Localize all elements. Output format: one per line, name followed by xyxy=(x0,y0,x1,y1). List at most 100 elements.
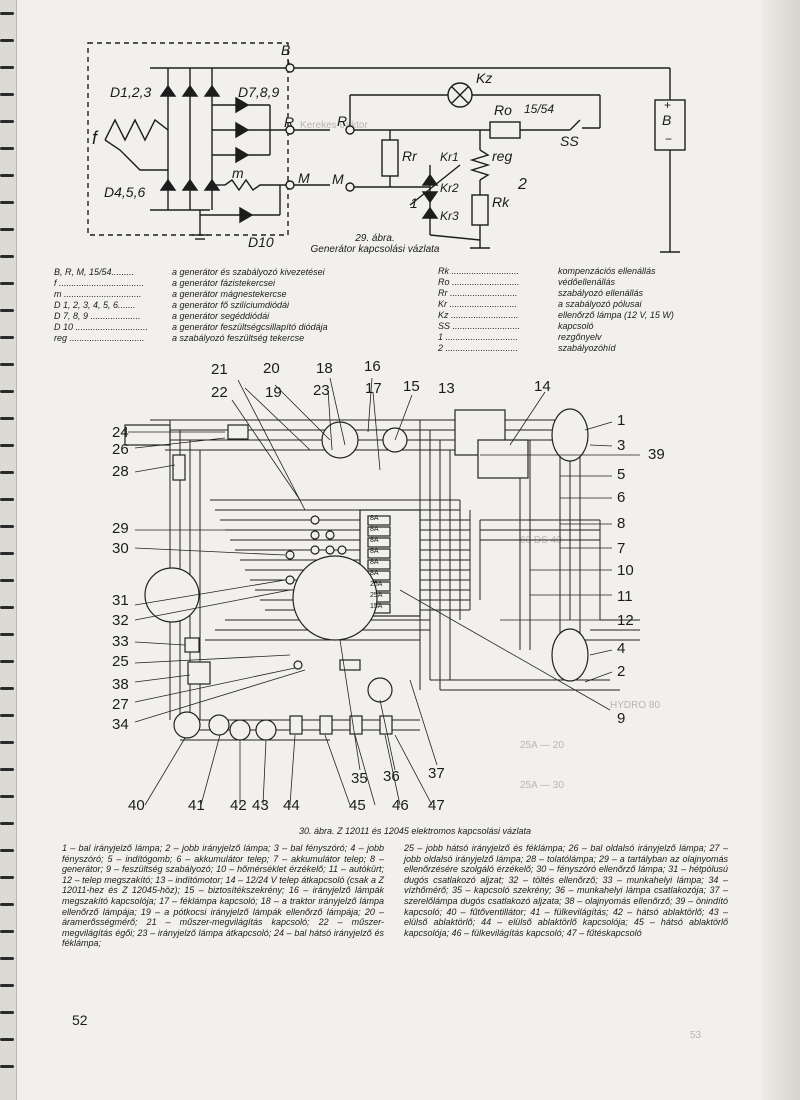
callout-20: 20 xyxy=(263,360,280,377)
callout-37: 37 xyxy=(428,765,445,782)
fig30-caption: 30. ábra. Z 12011 és 12045 elektromos ka… xyxy=(299,826,531,836)
callout-24: 24 xyxy=(112,424,129,441)
legend-key: Kz ........................... xyxy=(438,310,519,320)
binding-ring xyxy=(0,39,14,42)
field-coil-label: m xyxy=(232,165,244,181)
callout-28: 28 xyxy=(112,463,129,480)
callout-31: 31 xyxy=(112,592,129,609)
legend-value: a generátor mágnestekercse xyxy=(172,289,287,299)
binding-ring xyxy=(0,606,14,609)
callout-36: 36 xyxy=(383,768,400,785)
binding-ring xyxy=(0,201,14,204)
legend-key: B, R, M, 15/54......... xyxy=(54,267,135,277)
legend-key: SS ........................... xyxy=(438,321,521,331)
legend-key: Rr ........................... xyxy=(438,288,518,298)
fuse-label: 8A xyxy=(370,537,379,544)
legend-key: Rk ........................... xyxy=(438,266,520,276)
legend-value: kapcsoló xyxy=(558,321,594,331)
binding-ring xyxy=(0,795,14,798)
binding-ring xyxy=(0,768,14,771)
legend-key: Kr ........................... xyxy=(438,299,518,309)
diodes-456-label: D4,5,6 xyxy=(104,184,146,200)
legend-key: D 10 ............................. xyxy=(54,322,149,332)
legend-value: szabályozóhíd xyxy=(558,343,616,353)
legend-key: Ro ........................... xyxy=(438,277,520,287)
legend-key: m ............................... xyxy=(54,289,142,299)
regulator-r-label: R xyxy=(337,113,348,129)
terminal-1554-label: 15/54 xyxy=(524,102,555,116)
callout-34: 34 xyxy=(112,716,129,733)
legend-row: 1 .............................rezgőnyel… xyxy=(438,332,728,343)
callout-2: 2 xyxy=(617,663,626,680)
page-edge xyxy=(762,0,800,1100)
binding-ring xyxy=(0,741,14,744)
callout-39: 39 xyxy=(648,446,665,463)
binding-ring xyxy=(0,660,14,663)
legend-row: reg ..............................a szab… xyxy=(54,333,432,344)
fig30-legend-col2: 25 – jobb hátsó irányjelző és féklámpa; … xyxy=(404,843,728,938)
binding-ring xyxy=(0,903,14,906)
callout-16: 16 xyxy=(364,358,381,375)
fig29-caption-num: 29. ábra. xyxy=(355,233,395,244)
fuse-label: 8A xyxy=(370,548,379,555)
binding-ring xyxy=(0,174,14,177)
kr1-label: Kr1 xyxy=(440,150,459,164)
fuse-2 xyxy=(367,526,391,537)
legend-row: f ..................................a ge… xyxy=(54,278,432,289)
legend-row: 2 ............................. szabályoz… xyxy=(438,343,728,354)
fuse-label: 15A xyxy=(370,603,383,610)
legend-key: 1 ............................. xyxy=(438,332,519,342)
fuse-1 xyxy=(367,515,391,526)
fuse-label: 8A xyxy=(370,570,379,577)
binding-ring xyxy=(0,336,14,339)
callout-26: 26 xyxy=(112,441,129,458)
binding-ring xyxy=(0,471,14,474)
fig29-legend-right: Rk ...........................kompenzáci… xyxy=(438,266,728,354)
switch-ss-label: SS xyxy=(560,133,579,149)
legend-key: D 1, 2, 3, 4, 5, 6....... xyxy=(54,300,136,310)
legend-value: a generátor segéddiódái xyxy=(172,311,270,321)
callout-6: 6 xyxy=(617,489,626,506)
binding-ring xyxy=(0,687,14,690)
resistor-rk-label: Rk xyxy=(492,194,510,210)
callout-46: 46 xyxy=(392,797,409,814)
battery-label: B xyxy=(662,112,672,128)
callout-21: 21 xyxy=(211,361,228,378)
fuse-4 xyxy=(367,548,391,559)
fig30-legend-col1: 1 – bal irányjelző lámpa; 2 – jobb irány… xyxy=(62,843,384,949)
diodes-123-label: D1,2,3 xyxy=(110,84,152,100)
callout-11: 11 xyxy=(617,588,633,605)
phase-winding-label: f xyxy=(92,128,98,148)
binding-ring xyxy=(0,390,14,393)
legend-value: a generátor feszültségcsillapító diódája xyxy=(172,322,328,332)
binding-ring xyxy=(0,633,14,636)
callout-35: 35 xyxy=(351,770,368,787)
callout-3: 3 xyxy=(617,437,626,454)
fuse-label: 25A xyxy=(370,581,383,588)
fuse-label: 8A xyxy=(370,515,379,522)
legend-value: a szabályozó pólusai xyxy=(558,299,642,309)
legend-value: szabályozó ellenállás xyxy=(558,288,644,298)
callout-38: 38 xyxy=(112,676,129,693)
binding-ring xyxy=(0,876,14,879)
fuse-label: 25A xyxy=(370,592,383,599)
callout-8: 8 xyxy=(617,515,626,532)
callout-12: 12 xyxy=(617,612,634,629)
diodes-789-label: D7,8,9 xyxy=(238,84,280,100)
callout-10: 10 xyxy=(617,562,634,579)
legend-value: ellenőrző lámpa (12 V, 15 W) xyxy=(558,310,674,320)
binding-ring xyxy=(0,120,14,123)
callout-32: 32 xyxy=(112,612,129,629)
binding-ring xyxy=(0,147,14,150)
callout-22: 22 xyxy=(211,384,228,401)
binding-ring xyxy=(0,849,14,852)
legend-row: Kr ........................... a szabályo… xyxy=(438,299,728,310)
regulator-m-label: M xyxy=(332,171,344,187)
binding-ring xyxy=(0,282,14,285)
legend-row: Rk ...........................kompenzáci… xyxy=(438,266,728,277)
legend-key: 2 ............................. xyxy=(438,343,519,353)
page-number: 52 xyxy=(72,1012,88,1028)
terminal-m-label: M xyxy=(298,170,310,186)
